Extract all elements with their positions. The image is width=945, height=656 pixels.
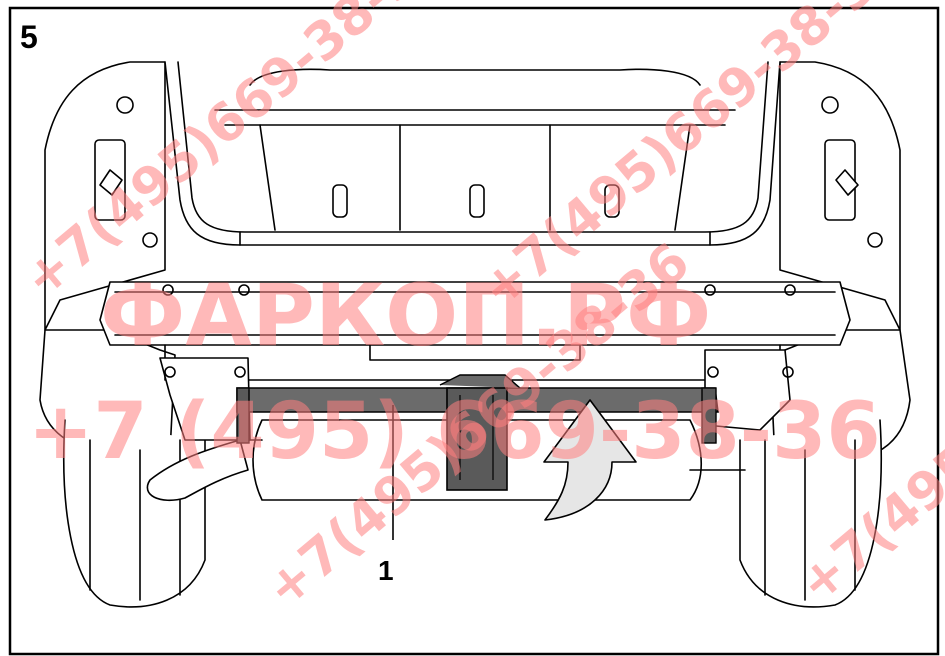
watermark-phone: +7 (495) 669-38-36	[28, 387, 881, 477]
step-number: 5	[20, 19, 38, 55]
callout-label: 1	[378, 555, 394, 586]
car-rear-drawing	[39, 61, 911, 608]
insertion-arrow	[543, 399, 637, 521]
watermark-brand: ФАРКОП.РФ	[100, 266, 711, 366]
tow-bar-crossmember	[236, 374, 719, 491]
